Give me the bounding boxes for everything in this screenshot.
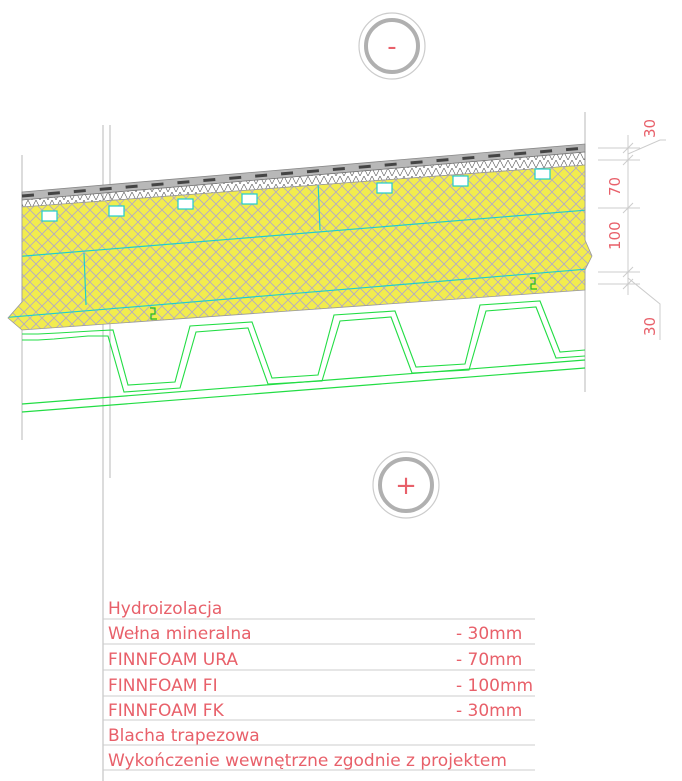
blacha-trapezowa <box>22 300 586 393</box>
legend-name-6: Wykończenie wewnętrzne zgodnie z projekt… <box>108 751 507 771</box>
legend-thickness-3: - 100mm <box>456 676 533 696</box>
exterior-sign: - <box>358 12 426 80</box>
finnfoam-layers <box>7 164 593 331</box>
legend-name-5: Blacha trapezowa <box>108 726 260 746</box>
dimension-chain <box>598 135 666 340</box>
legend-thickness-2: - 70mm <box>456 650 522 670</box>
dimension-label-welna: 30 <box>641 119 659 138</box>
legend-table: Hydroizolacja Wełna mineralna - 30mm FIN… <box>103 599 535 771</box>
dimension-label-fk: 30 <box>641 317 659 336</box>
exterior-minus-sign: - <box>387 32 396 62</box>
legend-thickness-4: - 30mm <box>456 701 522 721</box>
legend-name-0: Hydroizolacja <box>108 599 222 619</box>
wykonczenie-wewnetrzne <box>21 359 586 413</box>
interior-plus-sign: + <box>395 471 417 501</box>
legend-name-2: FINNFOAM URA <box>108 650 238 670</box>
legend-thickness-1: - 30mm <box>456 624 522 644</box>
legend-name-1: Wełna mineralna <box>108 624 252 644</box>
legend-name-4: FINNFOAM FK <box>108 701 225 721</box>
dimension-label-fi: 100 <box>606 221 624 250</box>
legend-name-3: FINNFOAM FI <box>108 676 218 696</box>
dimension-label-ura: 70 <box>606 177 624 196</box>
interior-sign: + <box>372 451 440 519</box>
